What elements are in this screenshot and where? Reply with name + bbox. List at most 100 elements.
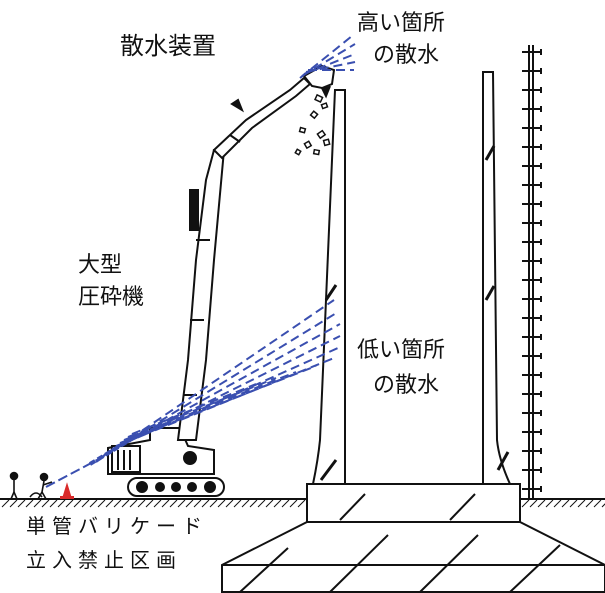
label-sprinkler-device: 散水装置 [120, 32, 216, 60]
track-wheels [136, 481, 216, 493]
scaffold-rungs [522, 49, 542, 492]
spray-low [95, 299, 341, 463]
pier-left-hatch-1 [319, 459, 338, 481]
worker-1 [9, 471, 19, 500]
spray-high-stream [303, 53, 356, 75]
debris-chunk [298, 126, 307, 134]
label-high-spray-line2: の散水 [373, 43, 439, 68]
pier-left [311, 89, 346, 485]
foundation [221, 483, 605, 593]
soil-hatch-stroke [233, 499, 242, 508]
spray-low-stream [131, 383, 257, 435]
soil-hatch-stroke [1, 499, 10, 508]
soil-hatch-stroke [137, 499, 146, 508]
soil-hatch-stroke [521, 499, 530, 508]
label-crusher-line1: 大型 [78, 253, 122, 278]
spray-high [299, 35, 356, 79]
soil-hatch-stroke [121, 499, 130, 508]
spray-high-stream [299, 35, 353, 79]
excavator-cab [111, 445, 141, 473]
pier-right-hatch-2 [484, 285, 496, 301]
ground [0, 498, 605, 508]
spray-low-stream [119, 365, 317, 444]
worker-head [9, 471, 19, 481]
track-wheel [204, 481, 216, 493]
label-barricade-line2: 立入禁止区画 [26, 548, 182, 572]
soil-hatch-stroke [185, 499, 194, 508]
debris-chunk [322, 138, 331, 147]
soil-hatch-stroke [17, 499, 26, 508]
soil-hatch-stroke [569, 499, 578, 508]
pier-left-outline [311, 89, 346, 485]
soil-hatch [1, 499, 605, 508]
crusher-tooth [321, 85, 331, 99]
debris-chunk [316, 129, 327, 140]
label-barricade-line1: 単管バリケード [26, 514, 208, 538]
boom-cylinder [189, 189, 199, 231]
worker-arm [42, 481, 53, 486]
soil-hatch-stroke [577, 499, 586, 508]
soil-hatch-stroke [201, 499, 210, 508]
soil-hatch-stroke [9, 499, 18, 508]
stick-bracket [230, 98, 245, 113]
soil-hatch-stroke [545, 499, 554, 508]
soil-hatch-stroke [297, 499, 306, 508]
worker-head [39, 472, 49, 482]
soil-hatch-stroke [281, 499, 290, 508]
foundation-cap [306, 483, 521, 523]
soil-hatch-stroke [97, 499, 106, 508]
excavator [107, 64, 336, 497]
soil-hatch-stroke [217, 499, 226, 508]
soil-hatch-stroke [89, 499, 98, 508]
hatch-4 [509, 544, 561, 593]
scaffold [522, 45, 542, 500]
soil-hatch-stroke [553, 499, 562, 508]
spray-hose [45, 438, 132, 488]
soil-hatch-stroke [113, 499, 122, 508]
label-crusher-line2: 圧砕機 [78, 285, 144, 310]
hatch-2 [329, 534, 389, 593]
spray-high-stream [301, 43, 356, 77]
debris-chunk [312, 148, 321, 156]
hose-coil [29, 492, 43, 498]
debris [294, 93, 331, 156]
soil-hatch-stroke [249, 499, 258, 508]
workers [9, 471, 53, 500]
track-wheel [155, 482, 165, 492]
safety-cone-base [60, 496, 74, 499]
soil-hatch-stroke [33, 499, 42, 508]
labels: 散水装置 高い箇所 の散水 大型 圧砕機 低い箇所 の散水 単管バリケード 立入… [26, 11, 445, 572]
debris-chunk [309, 110, 319, 120]
soil-hatch-stroke [49, 499, 58, 508]
debris-chunk [303, 140, 313, 150]
pier-right-hatch-1 [484, 145, 496, 161]
soil-hatch-stroke [129, 499, 138, 508]
soil-hatch-stroke [225, 499, 234, 508]
soil-hatch-stroke [193, 499, 202, 508]
soil-hatch-stroke [153, 499, 162, 508]
stick-detail [229, 134, 241, 143]
label-high-spray-line1: 高い箇所 [357, 11, 445, 36]
worker-2 [37, 472, 53, 500]
soil-hatch-stroke [529, 499, 538, 508]
worker-leg [41, 491, 47, 500]
soil-hatch-stroke [593, 499, 602, 508]
soil-hatch-stroke [177, 499, 186, 508]
soil-hatch-stroke [25, 499, 34, 508]
debris-chunk [314, 93, 324, 103]
soil-hatch-stroke [81, 499, 90, 508]
hatch-1 [239, 547, 289, 593]
soil-hatch-stroke [65, 499, 74, 508]
debris-chunk [320, 102, 329, 110]
label-low-spray-line2: の散水 [373, 373, 439, 398]
pier-right-hatch-3 [496, 451, 510, 471]
soil-hatch-stroke [265, 499, 274, 508]
soil-hatch-stroke [105, 499, 114, 508]
soil-hatch-stroke [161, 499, 170, 508]
soil-hatch-stroke [145, 499, 154, 508]
soil-hatch-stroke [601, 503, 605, 508]
safety-cone [62, 482, 72, 498]
soil-hatch-stroke [169, 499, 178, 508]
soil-hatch-stroke [273, 499, 282, 508]
